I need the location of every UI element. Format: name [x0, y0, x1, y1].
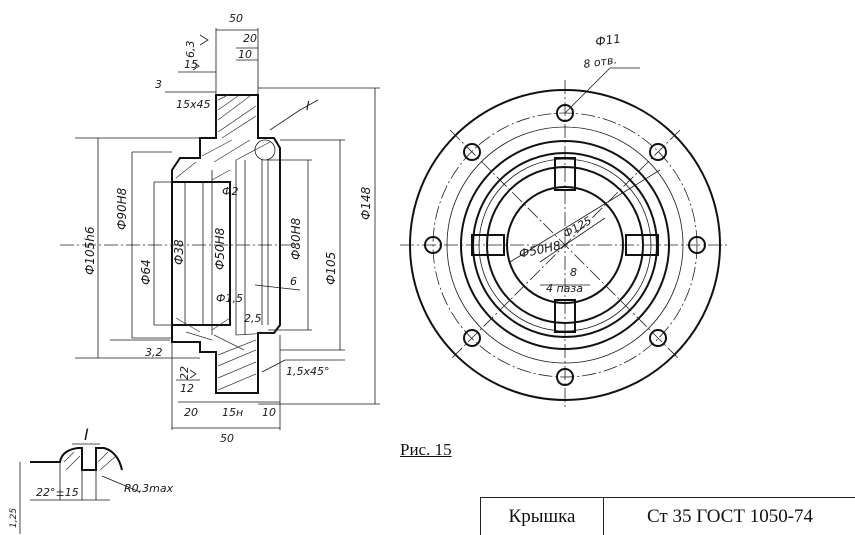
detail-marker-section: I [306, 99, 310, 113]
dim-d2: Ф2 [222, 185, 238, 198]
dim-6: 6 [290, 275, 297, 288]
dim-3-top: 3 [155, 78, 162, 91]
dim-22: 22 [178, 366, 191, 380]
bolt-hole [649, 143, 667, 161]
slot-width-label: 8 [570, 266, 577, 279]
dim-15x45-top: 15х45 [176, 98, 211, 111]
dim-10-bottom: 10 [262, 406, 276, 419]
bolt-hole [556, 368, 574, 386]
dim-d50h8: Ф50Н8 [213, 227, 227, 270]
bore-diameter-label: Ф50Н8 [518, 238, 563, 261]
dim-d105: Ф105 [324, 252, 338, 285]
dim-12-bottom: 12 [180, 382, 194, 395]
dim-d105h6: Ф105h6 [83, 226, 97, 275]
bolt-hole [463, 143, 481, 161]
dim-d90h8: Ф90Н8 [115, 187, 129, 230]
detail-radius-note: R0,3max [124, 482, 174, 495]
dim-d38: Ф38 [172, 239, 186, 265]
dim-20-bottom: 20 [184, 406, 198, 419]
dim-20-top: 20 [243, 32, 257, 45]
figure-caption: Рис. 15 [400, 440, 452, 459]
bolt-hole [424, 236, 442, 254]
dim-d64: Ф64 [139, 259, 153, 285]
detail-marker: I [84, 425, 89, 444]
dim-d1-5: Ф1,5 [216, 292, 243, 305]
detail-angle-label: 22°±15 [36, 486, 79, 499]
dim-10-top: 10 [238, 48, 252, 61]
bolt-hole [463, 329, 481, 347]
bolt-hole [556, 104, 574, 122]
part-name-cell: Крышка [481, 498, 604, 535]
title-block: Крышка Ст 35 ГОСТ 1050-74 [480, 497, 855, 535]
roughness-2-5: 2,5 [244, 312, 262, 325]
dim-d80h8: Ф80Н8 [289, 217, 303, 260]
dim-width-50-top: 50 [229, 12, 243, 25]
bolt-hole [688, 236, 706, 254]
bolt-hole [649, 329, 667, 347]
dim-chamfer: 1,5x45° [286, 365, 330, 378]
hole-count-note: 8 отв. [583, 53, 618, 71]
front-view: Ф11 8 отв. Ф50Н8 Ф125 4 паза 8 [400, 32, 730, 410]
dim-15-top: 15 [184, 58, 198, 71]
slots [471, 157, 659, 333]
detail-roughness: 1,25 [9, 508, 19, 528]
bolt-holes [424, 104, 706, 386]
dim-15-bottom: 15н [222, 406, 243, 419]
section-hatching [175, 94, 271, 391]
section-view: 50 20 10 15 3 15х45 20 15н 10 50 12 1,5x… [60, 12, 380, 445]
material-cell: Ст 35 ГОСТ 1050-74 [646, 505, 814, 527]
dim-d148: Ф148 [359, 186, 373, 220]
detail-view: I 22°±15 R0,3max 1,25 [9, 425, 174, 534]
slot-count-label: 4 паза [546, 282, 583, 295]
dim-width-50-bottom: 50 [220, 432, 234, 445]
roughness-6-3: 6,3 [184, 41, 197, 59]
hole-diameter-note: Ф11 [594, 32, 621, 49]
roughness-3-2: 3,2 [145, 346, 163, 359]
